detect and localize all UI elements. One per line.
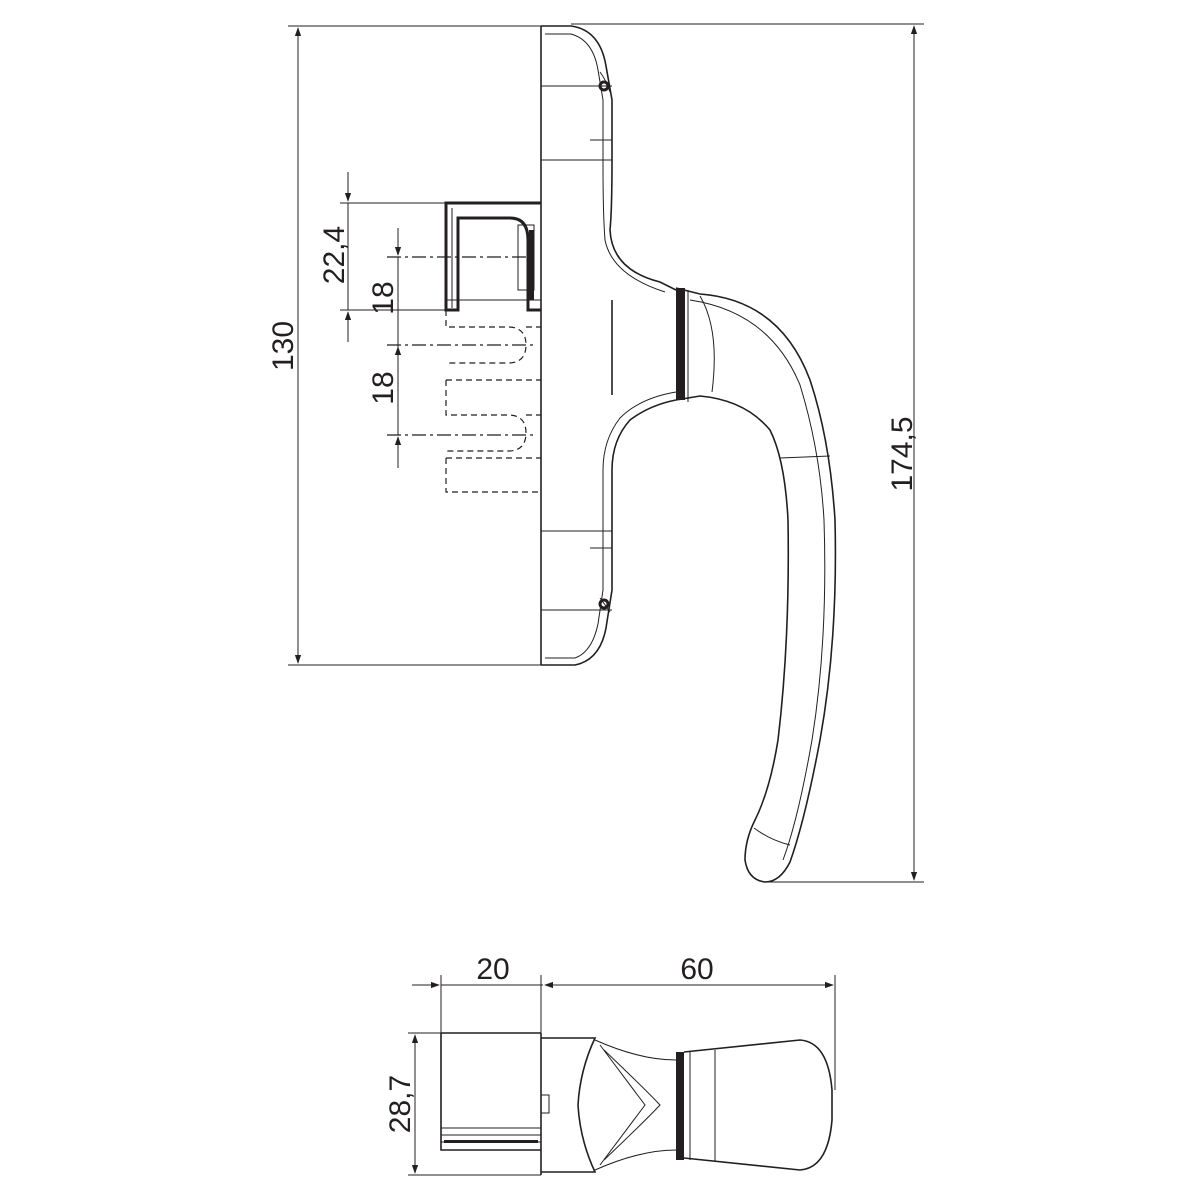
bottom-view-dimensions: 20 60 28,7 <box>384 953 836 1176</box>
rosette-plate <box>540 25 677 666</box>
spindle-alt-positions <box>445 310 541 493</box>
dim-174-5: 174,5 <box>886 416 919 491</box>
bottom-view <box>440 1032 833 1175</box>
front-view-dimensions: 130 174,5 22,4 18 18 <box>267 23 924 883</box>
handle-lever <box>611 287 837 883</box>
dim-18-lower: 18 <box>367 371 400 404</box>
dim-20: 20 <box>476 953 509 986</box>
dim-60: 60 <box>680 953 713 986</box>
center-lines <box>387 256 536 436</box>
dim-18-upper: 18 <box>367 281 400 314</box>
front-view <box>387 25 837 883</box>
dim-130: 130 <box>267 321 300 371</box>
spindle-solid <box>444 201 541 312</box>
dim-28-7: 28,7 <box>384 1075 417 1133</box>
dim-22-4: 22,4 <box>318 226 351 284</box>
